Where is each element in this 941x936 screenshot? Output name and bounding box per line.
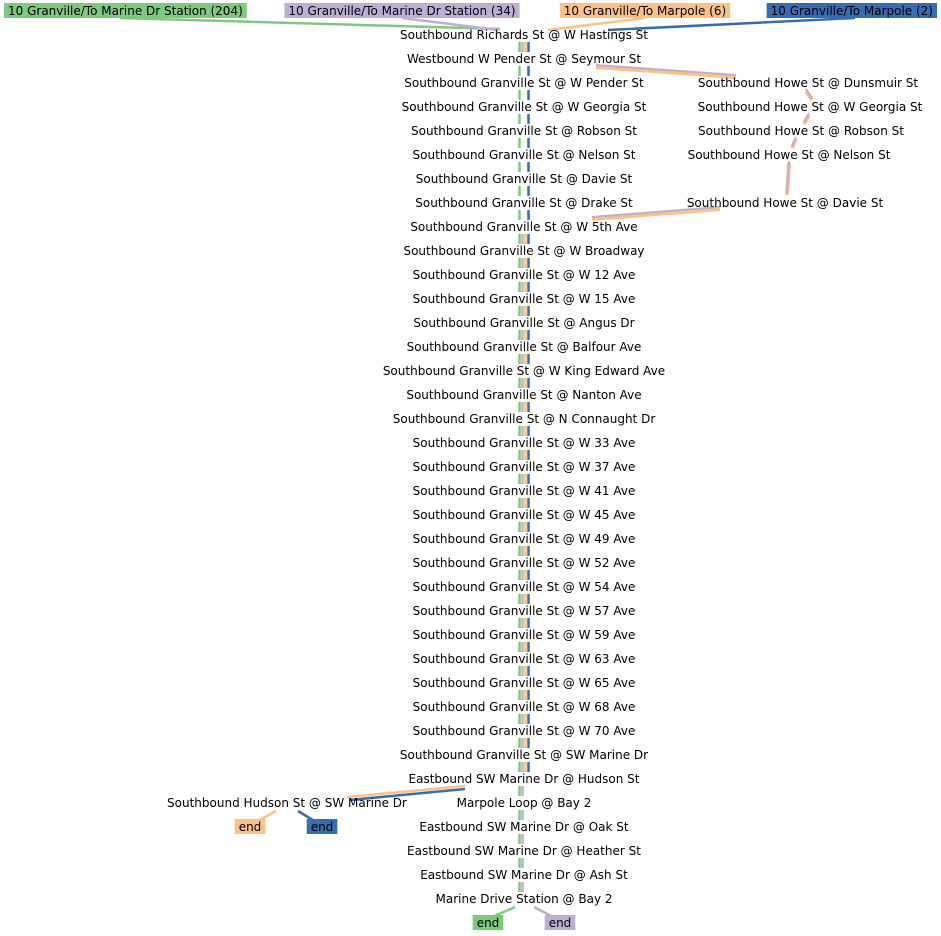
stop-label-howe-georgia: Southbound Howe St @ W Georgia St [698, 100, 923, 114]
stop-label-marine-station: Marine Drive Station @ Bay 2 [435, 892, 612, 906]
route-header-link-r34 [401, 16, 499, 32]
route-label-r6: 10 Granville/To Marpole (6) [559, 3, 731, 18]
stop-label-ash: Eastbound SW Marine Dr @ Ash St [420, 868, 628, 882]
stop-label-granville-davie: Southbound Granville St @ Davie St [416, 172, 633, 186]
stop-label-w15: Southbound Granville St @ W 15 Ave [413, 292, 636, 306]
stop-label-w54: Southbound Granville St @ W 54 Ave [413, 580, 636, 594]
stop-label-w41: Southbound Granville St @ W 41 Ave [413, 484, 636, 498]
stop-label-granville-georgia: Southbound Granville St @ W Georgia St [402, 100, 647, 114]
stop-label-w63: Southbound Granville St @ W 63 Ave [413, 652, 636, 666]
stop-label-howe-davie: Southbound Howe St @ Davie St [687, 196, 884, 210]
stop-label-heather: Eastbound SW Marine Dr @ Heather St [407, 844, 641, 858]
route-label-r34: 10 Granville/To Marine Dr Station (34) [284, 3, 520, 18]
stop-label-granville-robson: Southbound Granville St @ Robson St [411, 124, 637, 138]
stop-label-w59: Southbound Granville St @ W 59 Ave [413, 628, 636, 642]
route-segment-r34 [595, 64, 737, 76]
svg-text:end: end [477, 916, 500, 930]
stop-label-granville-drake: Southbound Granville St @ Drake St [415, 196, 633, 210]
stop-label-hudson-east: Eastbound SW Marine Dr @ Hudson St [409, 772, 640, 786]
stop-labels: Southbound Richards St @ W Hastings St We… [167, 28, 923, 906]
end-label-r6: end [234, 819, 266, 834]
svg-text:10 Granville/To Marpole (2): 10 Granville/To Marpole (2) [771, 4, 933, 18]
svg-text:10 Granville/To Marpole (6): 10 Granville/To Marpole (6) [564, 4, 726, 18]
route-header-labels: 10 Granville/To Marine Dr Station (204) 1… [4, 3, 937, 930]
route-segment-r2 [349, 787, 466, 802]
route-segment-r6 [804, 89, 814, 102]
stop-label-howe-robson: Southbound Howe St @ Robson St [698, 124, 904, 138]
svg-text:end: end [311, 820, 334, 834]
stop-label-broadway: Southbound Granville St @ W Broadway [403, 244, 644, 258]
end-label-r34: end [544, 915, 576, 930]
svg-text:10 Granville/To Marine Dr Stat: 10 Granville/To Marine Dr Station (204) [8, 4, 243, 18]
svg-text:10 Granville/To Marine Dr Stat: 10 Granville/To Marine Dr Station (34) [288, 4, 515, 18]
stop-label-nanton: Southbound Granville St @ Nanton Ave [406, 388, 641, 402]
stop-label-w57: Southbound Granville St @ W 57 Ave [413, 604, 636, 618]
stop-label-w5th: Southbound Granville St @ W 5th Ave [410, 220, 637, 234]
route-segment-r34 [805, 88, 813, 99]
stop-label-w49: Southbound Granville St @ W 49 Ave [413, 532, 636, 546]
stop-label-marpole-loop: Marpole Loop @ Bay 2 [457, 796, 592, 810]
route-label-r204: 10 Granville/To Marine Dr Station (204) [4, 3, 247, 18]
stop-label-howe-dunsmuir: Southbound Howe St @ Dunsmuir St [698, 76, 919, 90]
route-segment-r6 [591, 207, 721, 221]
route-segment-r34 [786, 160, 790, 194]
route-header-link-r6 [547, 16, 646, 32]
route-label-r2: 10 Granville/To Marpole (2) [766, 3, 937, 18]
stop-label-hastings: Southbound Richards St @ W Hastings St [400, 28, 648, 42]
stop-label-granville-nelson: Southbound Granville St @ Nelson St [413, 148, 636, 162]
stop-label-granville-pender: Southbound Granville St @ W Pender St [404, 76, 644, 90]
stop-label-connaught: Southbound Granville St @ N Connaught Dr [393, 412, 656, 426]
stop-label-w52: Southbound Granville St @ W 52 Ave [413, 556, 636, 570]
stop-label-w45: Southbound Granville St @ W 45 Ave [413, 508, 636, 522]
route-segment-r34 [591, 206, 721, 218]
stop-label-pender-seymour: Westbound W Pender St @ Seymour St [407, 52, 641, 66]
route-segment-r34 [791, 136, 797, 147]
stop-label-w65: Southbound Granville St @ W 65 Ave [413, 676, 636, 690]
route-segment-r34 [803, 112, 810, 123]
stop-label-howe-nelson: Southbound Howe St @ Nelson St [688, 148, 891, 162]
route-segment-r6 [595, 65, 737, 79]
stop-label-w70: Southbound Granville St @ W 70 Ave [413, 724, 636, 738]
stop-label-sw-marine: Southbound Granville St @ SW Marine Dr [400, 748, 648, 762]
end-label-r2: end [306, 819, 338, 834]
route-segment-r6 [346, 784, 466, 799]
svg-text:end: end [239, 820, 262, 834]
route-header-link-r204 [119, 16, 501, 31]
stop-label-w37: Southbound Granville St @ W 37 Ave [413, 460, 636, 474]
stop-label-hudson-south: Southbound Hudson St @ SW Marine Dr [167, 796, 407, 810]
stop-label-king-edward: Southbound Granville St @ W King Edward … [383, 364, 665, 378]
stop-label-w68: Southbound Granville St @ W 68 Ave [413, 700, 636, 714]
stop-label-balfour: Southbound Granville St @ Balfour Ave [407, 340, 642, 354]
route-header-link-r2 [607, 16, 856, 32]
stop-label-oak: Eastbound SW Marine Dr @ Oak St [419, 820, 629, 834]
stop-label-w33: Southbound Granville St @ W 33 Ave [413, 436, 636, 450]
stop-label-angus: Southbound Granville St @ Angus Dr [413, 316, 634, 330]
svg-text:end: end [549, 916, 572, 930]
stop-label-w12: Southbound Granville St @ W 12 Ave [413, 268, 636, 282]
end-label-r204: end [472, 915, 504, 930]
